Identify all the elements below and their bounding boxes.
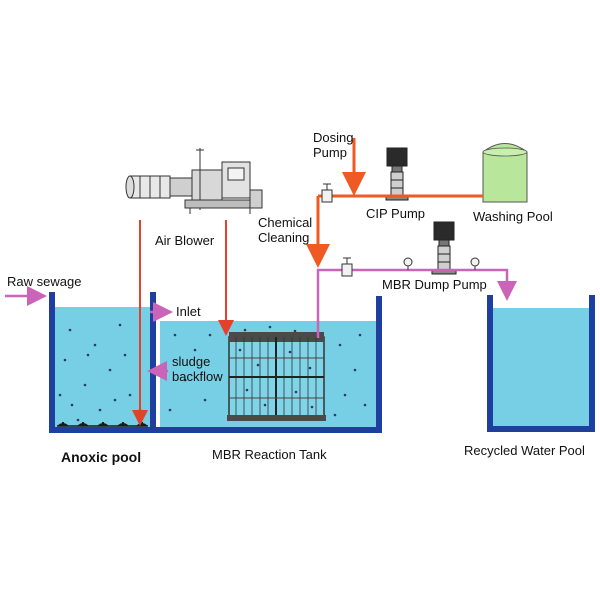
line-valves xyxy=(321,183,480,277)
anoxic-pool-water xyxy=(54,307,150,427)
water-lines xyxy=(5,268,517,381)
mbr-reaction-tank-label: MBR Reaction Tank xyxy=(212,447,327,462)
cip-pump-label: CIP Pump xyxy=(366,206,426,221)
inlet-label: Inlet xyxy=(176,304,201,319)
cip-pump-machine xyxy=(385,147,409,201)
anoxic-pool-label: Anoxic pool xyxy=(61,449,142,465)
dosing-pump-label: Dosing Pump xyxy=(313,130,354,160)
recycled-water-pool-label: Recycled Water Pool xyxy=(464,443,585,458)
recycled-pool-walls xyxy=(487,295,595,432)
mbr-dump-line xyxy=(316,268,517,338)
recycled-pool-water xyxy=(493,308,589,426)
air-lines xyxy=(132,220,234,426)
sludge-backflow-label: sludge backflow xyxy=(172,354,223,384)
chemical-cleaning-label: Chemical Cleaning xyxy=(258,215,313,245)
mbr-membrane-module xyxy=(227,332,326,421)
mbr-tank-walls xyxy=(156,296,382,433)
washing-pool-label: Washing Pool xyxy=(473,209,553,224)
air-blower-label: Air Blower xyxy=(155,233,215,248)
mbr-tank-bubbles xyxy=(168,325,367,417)
raw-sewage-label: Raw sewage xyxy=(7,274,82,289)
mbr-dump-pump-label: MBR Dump Pump xyxy=(382,277,487,292)
mbr-dump-pump-machine xyxy=(431,221,457,275)
air-blower-machine xyxy=(125,148,263,214)
washing-pool-tank xyxy=(482,143,528,203)
chemical-cleaning-line xyxy=(306,138,483,268)
